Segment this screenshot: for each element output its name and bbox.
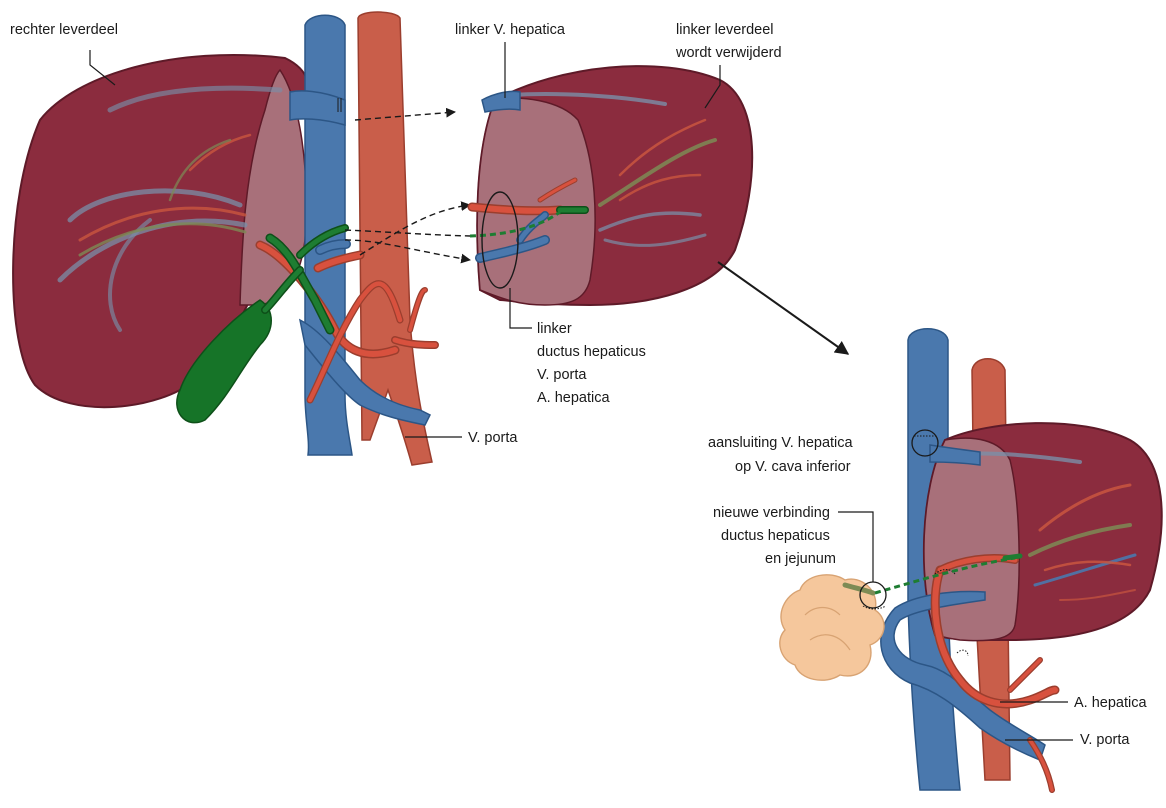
result-arrow [718, 262, 848, 354]
leader-new-connection [838, 512, 873, 582]
label-portal-vein-right: V. porta [1080, 732, 1130, 748]
label-anastomosis-vein-1: aansluiting V. hepatica [708, 435, 854, 451]
label-portal-vein-left: V. porta [468, 430, 518, 446]
label-left-lobe-2: wordt verwijderd [675, 45, 782, 61]
label-left-hepatic-vein: linker V. hepatica [455, 22, 566, 38]
left-illustration [13, 12, 435, 465]
removed-left-lobe [470, 66, 752, 305]
left-lobe-hepatic-vein [482, 91, 520, 112]
label-left-structures-1: linker [537, 321, 572, 337]
label-right-lobe: rechter leverdeel [10, 22, 118, 38]
label-left-structures-3: V. porta [537, 367, 587, 383]
anastomosis-sutures-artery [957, 650, 968, 656]
left-lobe-cut-surface [477, 98, 595, 305]
label-hepatic-artery-right: A. hepatica [1074, 695, 1147, 711]
label-anastomosis-vein-2: op V. cava inferior [735, 459, 851, 475]
label-left-structures-4: A. hepatica [537, 390, 610, 406]
label-new-connection-3: en jejunum [765, 551, 836, 567]
label-left-lobe-1: linker leverdeel [676, 22, 774, 38]
label-new-connection-1: nieuwe verbinding [713, 505, 830, 521]
right-illustration [780, 329, 1162, 790]
label-new-connection-2: ductus hepaticus [721, 528, 830, 544]
label-left-structures-2: ductus hepaticus [537, 344, 646, 360]
